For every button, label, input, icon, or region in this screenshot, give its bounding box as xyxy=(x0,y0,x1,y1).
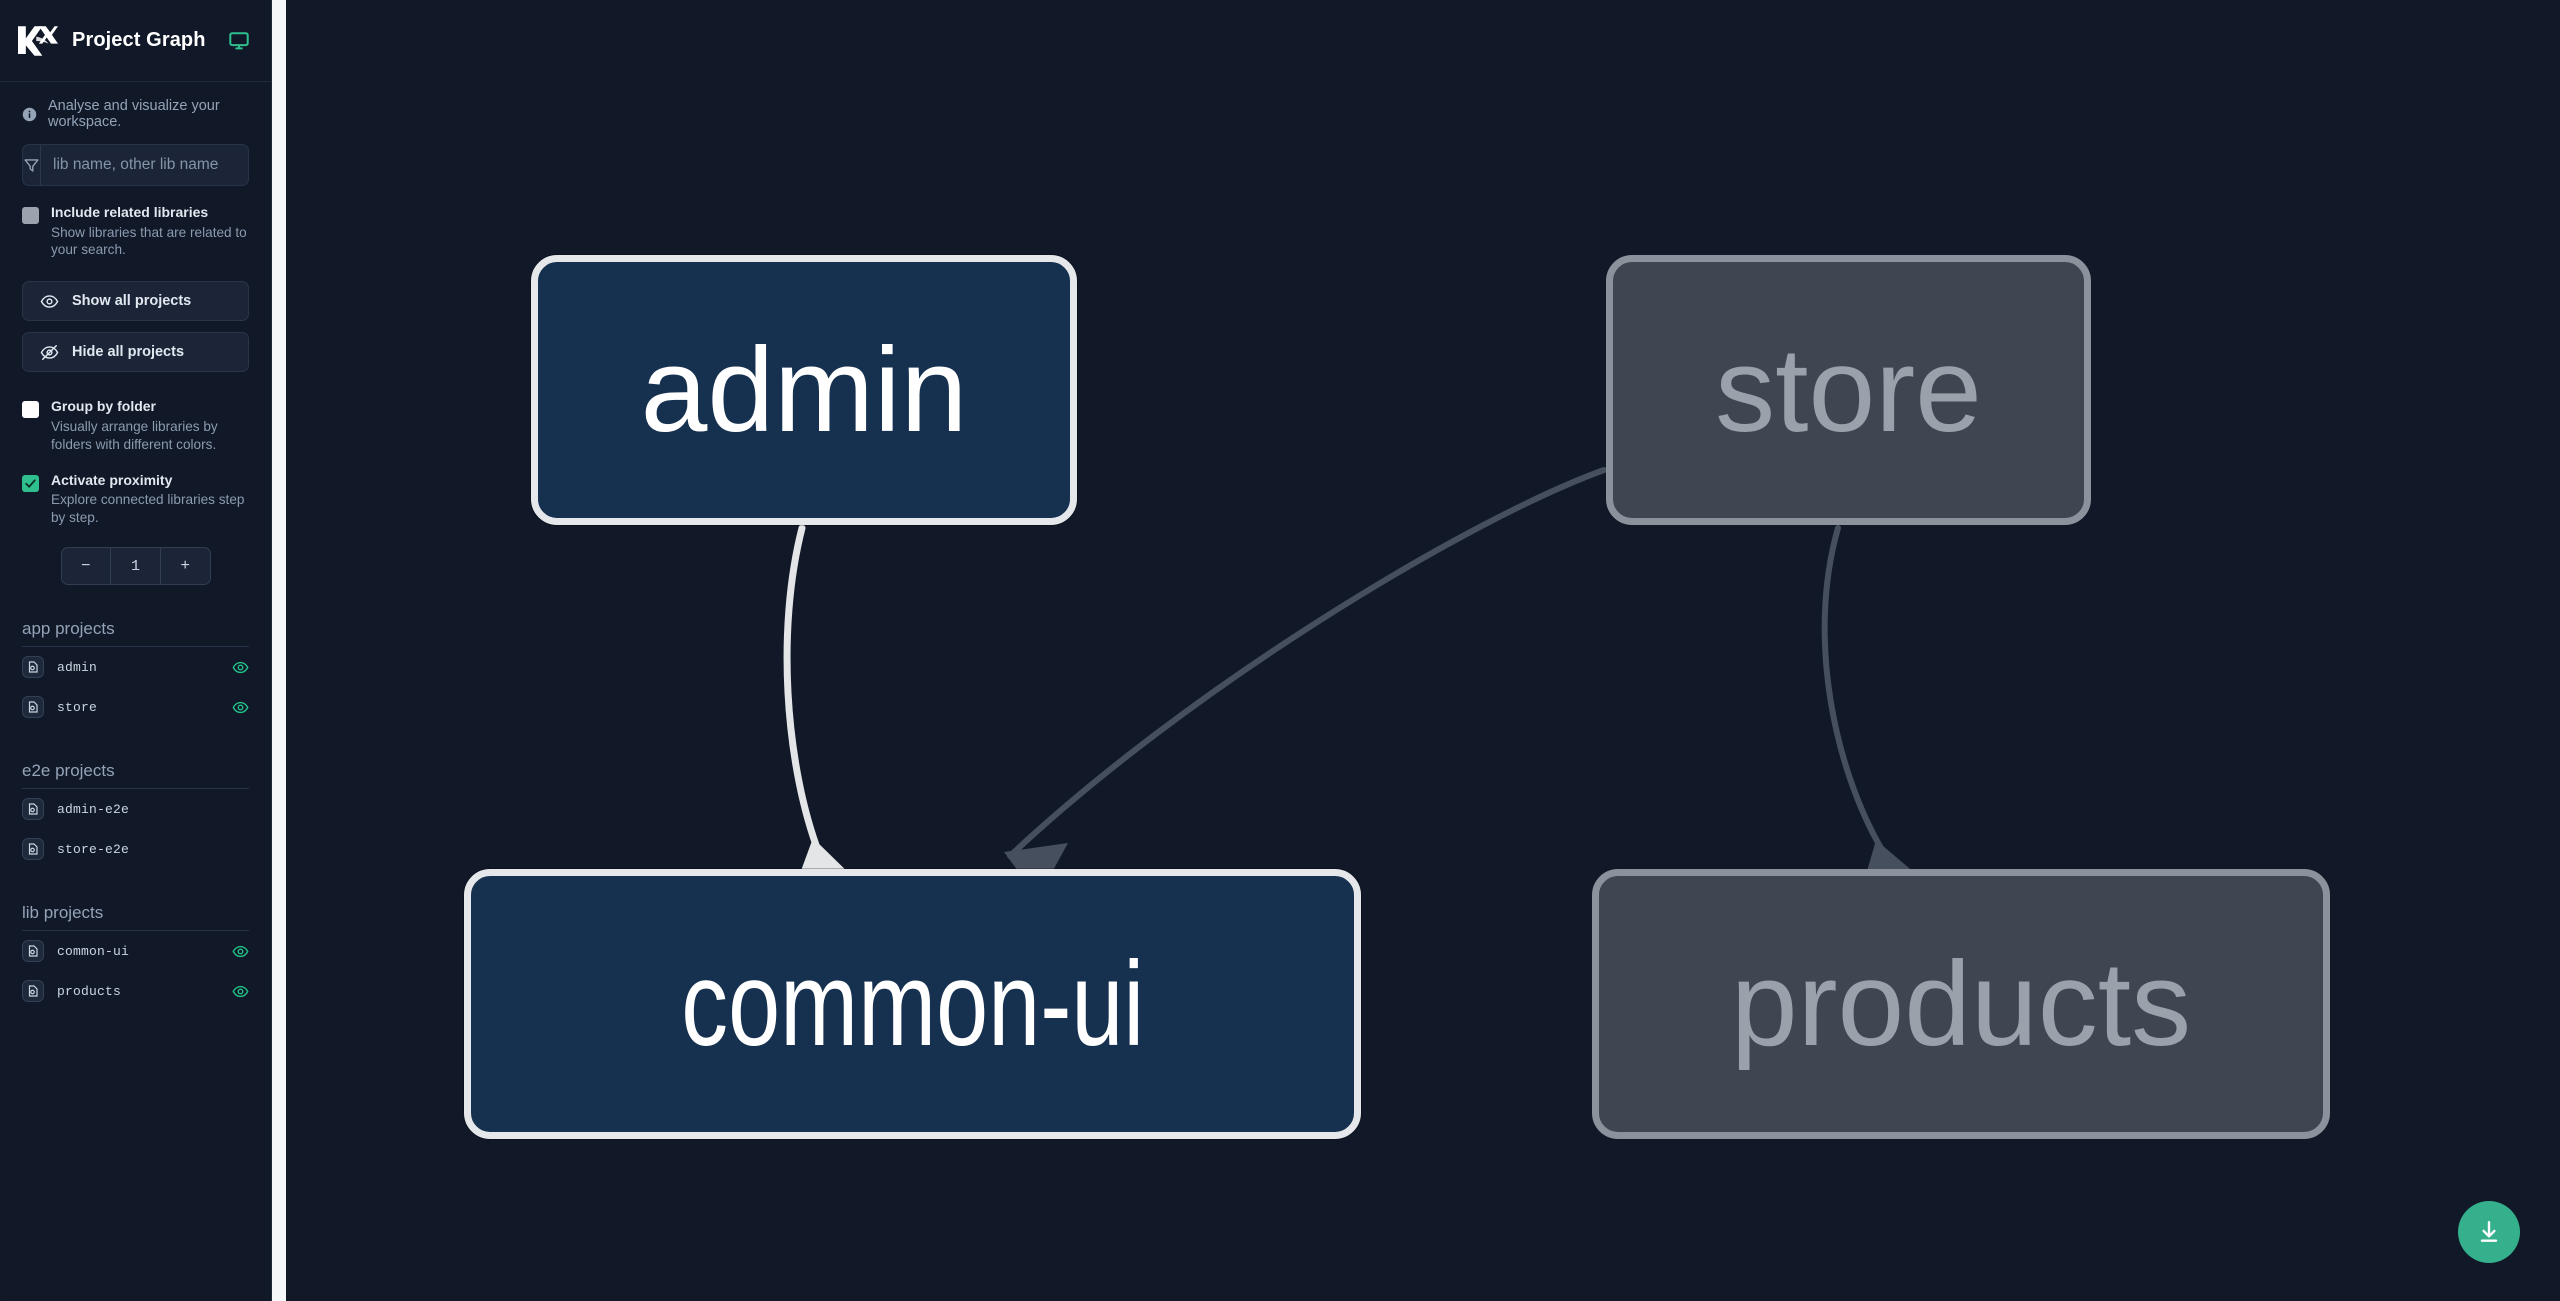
project-chip xyxy=(22,838,44,861)
graph-node-label: store xyxy=(1715,323,1982,457)
checkbox-label: Group by folder xyxy=(51,398,156,415)
eye-icon[interactable] xyxy=(232,699,249,716)
eye-placeholder xyxy=(232,841,249,858)
stepper-increment-button[interactable]: + xyxy=(159,548,210,585)
group-heading-app-projects: app projects xyxy=(22,619,249,648)
graph-edge-admin-to-common-ui xyxy=(783,524,858,887)
eye-icon xyxy=(40,295,59,308)
proximity-stepper[interactable]: − 1 + xyxy=(60,547,211,586)
project-row-common-ui[interactable]: common-ui xyxy=(22,931,249,971)
sidebar: Project Graph Analyse and visualize your… xyxy=(0,0,272,1301)
funnel-icon xyxy=(24,158,39,172)
project-name: admin-e2e xyxy=(57,801,130,817)
project-name: common-ui xyxy=(57,943,130,959)
project-name: store-e2e xyxy=(57,841,130,857)
project-chip xyxy=(22,798,44,821)
hide-all-projects-button[interactable]: Hide all projects xyxy=(22,332,249,373)
sidebar-body: Include related libraries Show libraries… xyxy=(0,144,271,1011)
checkbox-include-related-libraries[interactable]: Include related libraries Show libraries… xyxy=(22,204,249,259)
graph-canvas[interactable]: admin store common-ui products xyxy=(286,0,2560,1301)
tagline-text: Analyse and visualize your workspace. xyxy=(48,98,220,130)
project-file-icon xyxy=(28,843,38,855)
project-file-icon xyxy=(28,701,38,713)
graph-node-products[interactable]: products xyxy=(1592,869,2330,1139)
hide-all-projects-label: Hide all projects xyxy=(72,344,185,361)
checkbox-label: Activate proximity xyxy=(51,471,173,488)
download-icon xyxy=(2480,1221,2498,1242)
eye-off-icon xyxy=(40,344,59,360)
nx-logo-icon xyxy=(18,25,58,56)
project-name: products xyxy=(57,983,122,999)
checkbox-description: Explore connected libraries step by step… xyxy=(51,492,245,526)
checkbox-activate-proximity[interactable]: Activate proximity Explore connected lib… xyxy=(22,472,249,527)
monitor-icon[interactable] xyxy=(228,30,250,52)
page-title: Project Graph xyxy=(72,29,206,51)
checkbox-group-by-folder[interactable]: Group by folder Visually arrange librari… xyxy=(22,398,249,453)
check-icon xyxy=(25,479,36,488)
project-file-icon xyxy=(28,661,38,673)
project-file-icon xyxy=(28,945,38,957)
checkbox-box[interactable] xyxy=(22,401,39,419)
project-chip xyxy=(22,656,44,679)
group-heading-lib-projects: lib projects xyxy=(22,903,249,932)
show-all-projects-button[interactable]: Show all projects xyxy=(22,281,249,322)
graph-node-label: admin xyxy=(640,323,968,457)
project-row-admin[interactable]: admin xyxy=(22,647,249,687)
project-row-admin-e2e[interactable]: admin-e2e xyxy=(22,789,249,829)
checkbox-box[interactable] xyxy=(22,474,39,492)
show-all-projects-label: Show all projects xyxy=(72,293,192,310)
project-name: admin xyxy=(57,659,98,675)
info-icon xyxy=(22,107,37,121)
graph-node-common-ui[interactable]: common-ui xyxy=(464,869,1361,1139)
project-chip xyxy=(22,980,44,1003)
checkbox-box[interactable] xyxy=(22,207,39,224)
graph-edge-store-to-products xyxy=(1821,525,1923,892)
project-chip xyxy=(22,940,44,963)
project-name: store xyxy=(57,699,98,715)
checkbox-label: Include related libraries xyxy=(51,204,209,220)
graph-node-label: products xyxy=(1730,937,2192,1071)
checkbox-description: Visually arrange libraries by folders wi… xyxy=(51,418,218,452)
eye-icon[interactable] xyxy=(232,983,249,1000)
graph-edge-store-to-common-ui xyxy=(1004,467,1607,898)
eye-icon[interactable] xyxy=(232,659,249,676)
project-row-store[interactable]: store xyxy=(22,687,249,727)
project-groups: app projects admin store e2e projects admin-… xyxy=(22,619,249,1011)
visibility-buttons: Show all projects Hide all projects xyxy=(22,281,249,373)
checkbox-description: Show libraries that are related to your … xyxy=(51,224,247,258)
graph-node-admin[interactable]: admin xyxy=(531,255,1077,525)
project-chip xyxy=(22,696,44,719)
project-file-icon xyxy=(28,803,38,815)
project-file-icon xyxy=(28,985,38,997)
project-row-store-e2e[interactable]: store-e2e xyxy=(22,829,249,869)
group-heading-e2e-projects: e2e projects xyxy=(22,761,249,790)
sidebar-header: Project Graph xyxy=(0,0,271,82)
search-input[interactable] xyxy=(41,145,248,185)
sidebar-tagline: Analyse and visualize your workspace. xyxy=(0,82,271,144)
filter-row[interactable] xyxy=(22,144,249,186)
funnel-icon-box xyxy=(23,145,41,185)
graph-node-store[interactable]: store xyxy=(1606,255,2091,525)
eye-placeholder xyxy=(232,801,249,818)
graph-node-label: common-ui xyxy=(681,937,1144,1071)
eye-icon[interactable] xyxy=(232,943,249,960)
sidebar-divider xyxy=(272,0,286,1301)
stepper-decrement-button[interactable]: − xyxy=(81,557,91,575)
stepper-value: 1 xyxy=(110,548,160,585)
download-graph-button[interactable] xyxy=(2458,1201,2520,1263)
project-row-products[interactable]: products xyxy=(22,971,249,1011)
